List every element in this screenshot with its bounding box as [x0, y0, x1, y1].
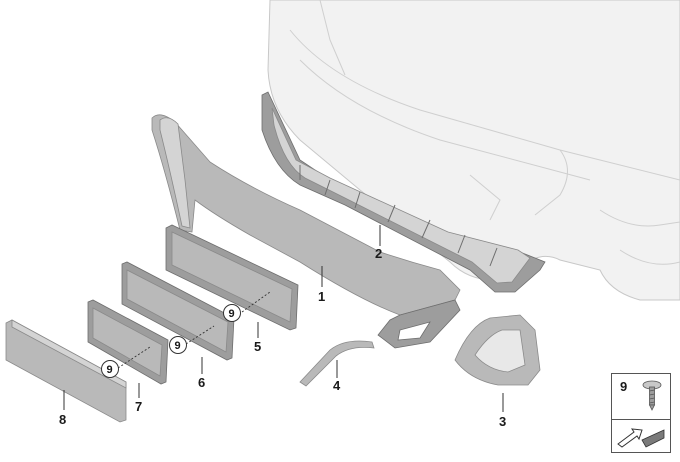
- svg-text:9: 9: [175, 340, 181, 352]
- plate-base-small: [87, 299, 169, 385]
- corner-trim-cover: [454, 314, 541, 386]
- part-label-4: 4: [333, 378, 341, 393]
- part-label-7: 7: [135, 399, 142, 414]
- fastener-path-5: [241, 291, 271, 313]
- fastener-callout-middle: 9: [169, 336, 187, 354]
- fastener-legend: 9: [611, 373, 671, 453]
- fastener-path-6: [185, 325, 215, 345]
- fastener-callout-upper: 9: [223, 304, 241, 322]
- svg-text:9: 9: [107, 364, 113, 376]
- plate-base-medium: [121, 261, 235, 361]
- bumper-grille-frame: [261, 91, 546, 293]
- fastener-callout-lower: 9: [101, 360, 119, 378]
- screw-icon: [642, 380, 662, 411]
- part-label-8: 8: [59, 412, 66, 427]
- legend-number: 9: [620, 379, 628, 394]
- part-label-3: 3: [499, 414, 506, 429]
- trim-strip: [299, 340, 375, 387]
- part-label-5: 5: [254, 339, 261, 354]
- license-plate-holder: [5, 319, 127, 423]
- car-body-ghost: [267, 0, 680, 301]
- bumper-trim-panel: [151, 114, 461, 349]
- arrow-icon: [617, 428, 665, 448]
- part-label-1: 1: [318, 289, 325, 304]
- svg-text:9: 9: [229, 308, 235, 320]
- part-label-6: 6: [198, 375, 205, 390]
- plate-base-large: [165, 224, 299, 331]
- legend-fastener-cell: 9: [612, 374, 670, 420]
- part-label-2: 2: [375, 246, 382, 261]
